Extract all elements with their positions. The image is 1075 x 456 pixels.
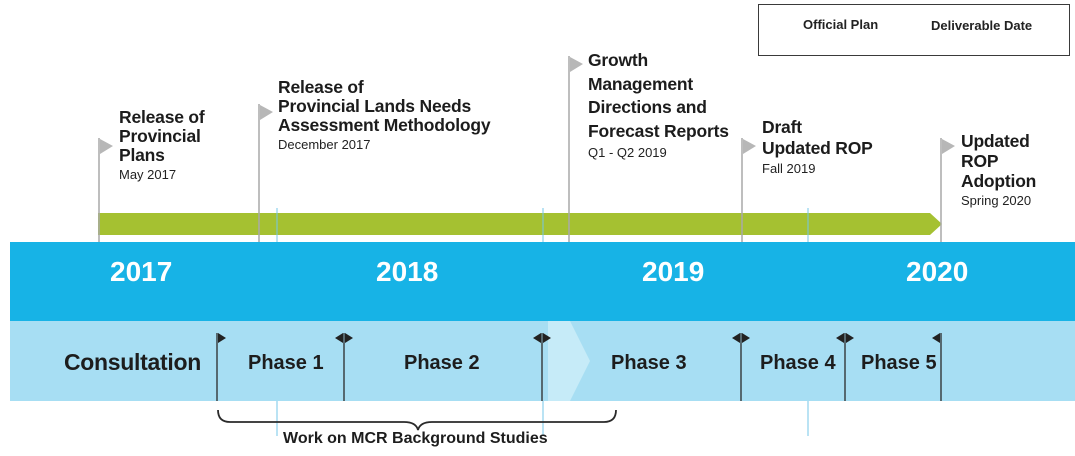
milestone-date: Fall 2019: [762, 161, 816, 176]
flag-poles: [98, 56, 942, 242]
year-label-2019: 2019: [642, 256, 705, 287]
milestone-title-line: Updated ROP: [762, 138, 873, 158]
phase-marker-end-3: [732, 333, 740, 343]
phase-marker-start-2: [345, 333, 353, 343]
flag-icon-4: [743, 139, 756, 154]
milestone-title-line: Assessment Methodology: [278, 115, 491, 135]
milestone-title-line: Management: [588, 73, 693, 94]
phase-markers: [218, 333, 940, 343]
flag-pennants: [100, 57, 955, 154]
milestone-title-line: Directions and: [588, 97, 707, 117]
phase3-chevron-highlight: [548, 321, 590, 401]
phase-dividers: [216, 333, 942, 401]
milestone-title-line: Forecast Reports: [588, 120, 729, 141]
milestone-title-line: Growth: [588, 50, 649, 70]
milestone-provincial-plans: Release of Provincial Plans May 2017: [119, 108, 205, 183]
mcr-bracket: [217, 409, 617, 431]
milestone-title: Updated ROP Adoption: [961, 131, 1075, 191]
mcr-background-studies-label: Work on MCR Background Studies: [283, 430, 548, 447]
flag-icon-1: [100, 139, 113, 154]
milestone-date: Spring 2020: [961, 193, 1032, 208]
phase-3-label: Phase 3: [611, 352, 687, 374]
phase-1-label: Phase 1: [248, 352, 324, 374]
phase-marker-end-4: [836, 333, 844, 343]
phase-marker-end-1: [335, 333, 343, 343]
phase-marker-start: [218, 333, 226, 343]
year-label-2020: 2020: [906, 256, 969, 287]
legend: Official Plan Deliverable Date: [758, 4, 1070, 56]
milestone-title-line: Provincial: [119, 126, 201, 146]
milestone-title-line: Plans: [119, 145, 165, 165]
milestone-rop-adoption: Updated ROP Adoption Spring 2020: [961, 131, 1075, 209]
milestone-date: May 2017: [119, 167, 177, 182]
phase-marker-start-4: [742, 333, 750, 343]
legend-deliverable-label: Deliverable Date: [931, 18, 1033, 33]
milestone-title-line: Release of: [278, 77, 364, 97]
flag-icon-3: [570, 57, 583, 72]
milestone-date: Q1 - Q2 2019: [588, 145, 667, 160]
year-label-2018: 2018: [376, 256, 439, 287]
phase-2-label: Phase 2: [404, 352, 480, 374]
milestone-title: Release of Provincial Plans: [119, 108, 205, 165]
milestone-draft-rop: Draft Updated ROP Fall 2019: [762, 117, 873, 177]
flag-icon-5: [942, 139, 955, 154]
official-plan-bar: [98, 213, 942, 235]
milestone-title-line: Draft: [762, 117, 802, 137]
milestone-lands-needs: Release of Provincial Lands Needs Assess…: [278, 77, 491, 153]
milestone-title-line: Release of: [119, 107, 205, 127]
milestone-date: December 2017: [278, 137, 371, 152]
legend-official-plan-label: Official Plan: [803, 17, 879, 32]
phase-5-label: Phase 5: [861, 352, 937, 374]
flag-icon-2: [260, 105, 273, 120]
phase-marker-end-5: [932, 333, 940, 343]
milestone-title-line: Provincial Lands Needs: [278, 96, 472, 116]
milestone-title-line: Updated: [961, 131, 1030, 151]
year-label-2017: 2017: [110, 256, 173, 287]
guide-lines: [276, 208, 809, 436]
phase-marker-end-2: [533, 333, 541, 343]
milestone-title: Release of Provincial Lands Needs Assess…: [278, 77, 491, 135]
milestone-title-line: ROP Adoption: [961, 151, 1037, 191]
phase-marker-start-5: [846, 333, 854, 343]
milestone-title: Draft Updated ROP: [762, 117, 873, 159]
year-band: [10, 242, 1075, 321]
milestone-growth-management: Growth Management Directions and Forecas…: [588, 49, 729, 161]
phase-4-label: Phase 4: [760, 352, 836, 374]
consultation-label: Consultation: [64, 349, 201, 375]
milestone-title: Growth Management Directions and Forecas…: [588, 49, 729, 143]
phase-marker-start-3: [543, 333, 551, 343]
